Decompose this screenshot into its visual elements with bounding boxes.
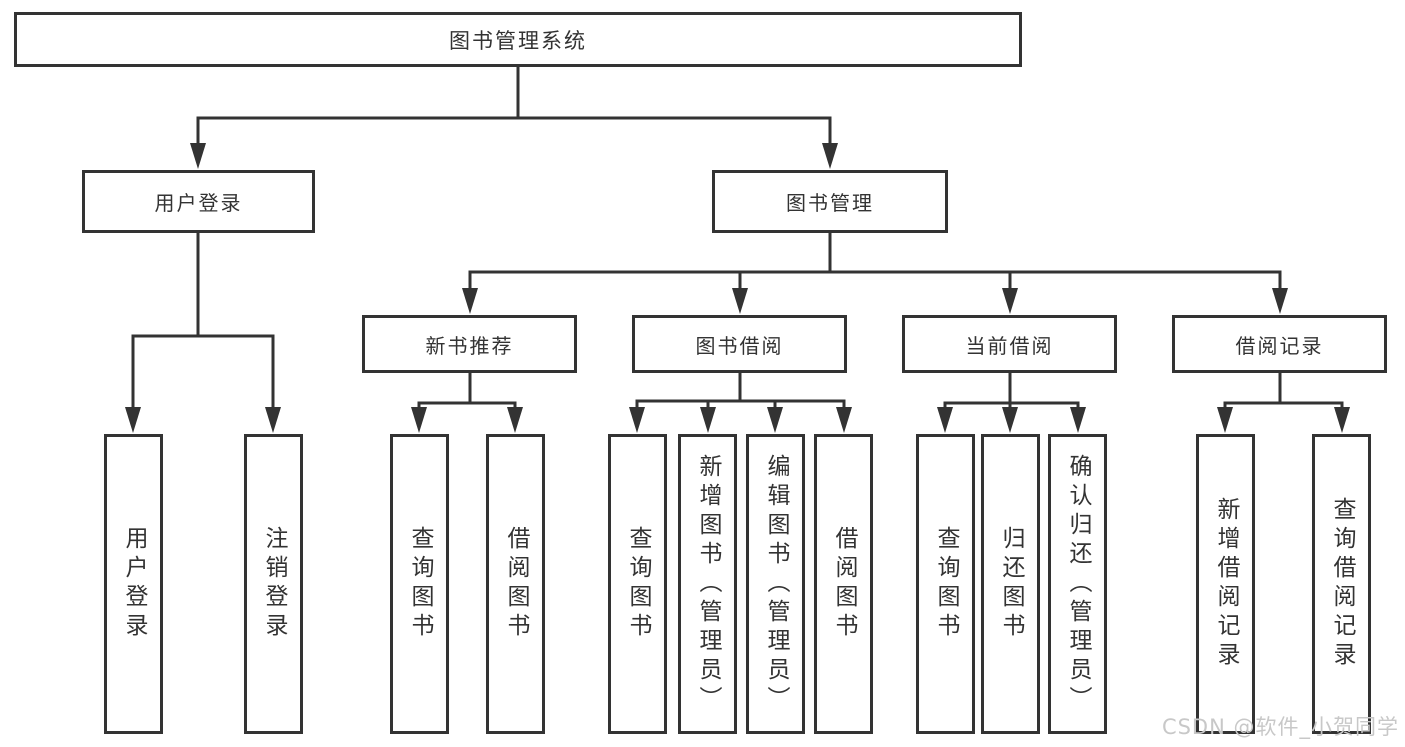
arrow-down-icon: [1002, 407, 1018, 433]
node-book-management: 图书管理: [712, 170, 948, 233]
arrow-down-icon: [1272, 288, 1288, 314]
leaf-user-login-label: 用户登录: [121, 526, 147, 642]
leaf-current-confirm-return: 确认归还（管理员）: [1048, 434, 1107, 734]
leaf-newbook-query-book: 查询图书: [390, 434, 449, 734]
arrow-down-icon: [767, 407, 783, 433]
leaf-records-add-record: 新增借阅记录: [1196, 434, 1255, 734]
leaf-borrow-add-book-label: 新增图书（管理员）: [695, 453, 721, 715]
node-new-book-recommend: 新书推荐: [362, 315, 577, 373]
leaf-borrow-query-book-label: 查询图书: [625, 526, 651, 642]
leaf-newbook-query-book-label: 查询图书: [407, 526, 433, 642]
leaf-records-query-record: 查询借阅记录: [1312, 434, 1371, 734]
connector-borrow-records-children: [1217, 371, 1350, 433]
leaf-logout-label: 注销登录: [261, 526, 287, 642]
leaf-current-return-book-label: 归还图书: [998, 526, 1024, 642]
node-user-login-label: 用户登录: [154, 191, 243, 215]
arrow-down-icon: [411, 407, 427, 433]
arrow-down-icon: [836, 407, 852, 433]
node-borrow-records-label: 借阅记录: [1235, 333, 1324, 358]
leaf-borrow-borrow-book-label: 借阅图书: [831, 526, 857, 642]
connector-book-management-children: [462, 231, 1288, 314]
connector-user-login-children: [125, 231, 281, 433]
leaf-user-login: 用户登录: [104, 434, 163, 734]
leaf-records-query-record-label: 查询借阅记录: [1329, 497, 1355, 671]
leaf-newbook-borrow-book: 借阅图书: [486, 434, 545, 734]
leaf-borrow-borrow-book: 借阅图书: [814, 434, 873, 734]
arrow-down-icon: [507, 407, 523, 433]
leaf-current-query-book-label: 查询图书: [933, 526, 959, 642]
node-book-management-label: 图书管理: [786, 191, 874, 215]
watermark: CSDN @软件_小贺同学: [1161, 715, 1399, 739]
leaf-newbook-borrow-book-label: 借阅图书: [503, 526, 529, 642]
arrow-down-icon: [822, 143, 838, 169]
arrow-down-icon: [1334, 407, 1350, 433]
node-root-label: 图书管理系统: [449, 28, 587, 53]
leaf-current-confirm-return-label: 确认归还（管理员）: [1065, 453, 1091, 715]
node-root: 图书管理系统: [14, 12, 1022, 67]
leaf-borrow-edit-book: 编辑图书（管理员）: [746, 434, 805, 734]
arrow-down-icon: [190, 143, 206, 169]
node-current-borrow-label: 当前借阅: [965, 333, 1054, 358]
node-book-borrow-label: 图书借阅: [695, 333, 784, 358]
leaf-borrow-add-book: 新增图书（管理员）: [678, 434, 737, 734]
arrow-down-icon: [125, 407, 141, 433]
leaf-logout: 注销登录: [244, 434, 303, 734]
leaf-borrow-query-book: 查询图书: [608, 434, 667, 734]
leaf-current-query-book: 查询图书: [916, 434, 975, 734]
leaf-current-return-book: 归还图书: [981, 434, 1040, 734]
arrow-down-icon: [629, 407, 645, 433]
arrow-down-icon: [937, 407, 953, 433]
node-current-borrow: 当前借阅: [902, 315, 1117, 373]
arrow-down-icon: [1070, 407, 1086, 433]
arrow-down-icon: [1002, 288, 1018, 314]
arrow-down-icon: [1217, 407, 1233, 433]
node-user-login: 用户登录: [82, 170, 315, 233]
arrow-down-icon: [265, 407, 281, 433]
connector-new-book-recommend-children: [411, 371, 523, 433]
leaf-records-add-record-label: 新增借阅记录: [1213, 497, 1239, 671]
arrow-down-icon: [700, 407, 716, 433]
connector-book-borrow-children: [629, 371, 852, 433]
connector-current-borrow-children: [937, 371, 1086, 433]
arrow-down-icon: [732, 288, 748, 314]
arrow-down-icon: [462, 288, 478, 314]
node-borrow-records: 借阅记录: [1172, 315, 1387, 373]
connector-root-children: [190, 65, 838, 169]
node-new-book-recommend-label: 新书推荐: [425, 333, 514, 358]
leaf-borrow-edit-book-label: 编辑图书（管理员）: [763, 453, 789, 715]
node-book-borrow: 图书借阅: [632, 315, 847, 373]
